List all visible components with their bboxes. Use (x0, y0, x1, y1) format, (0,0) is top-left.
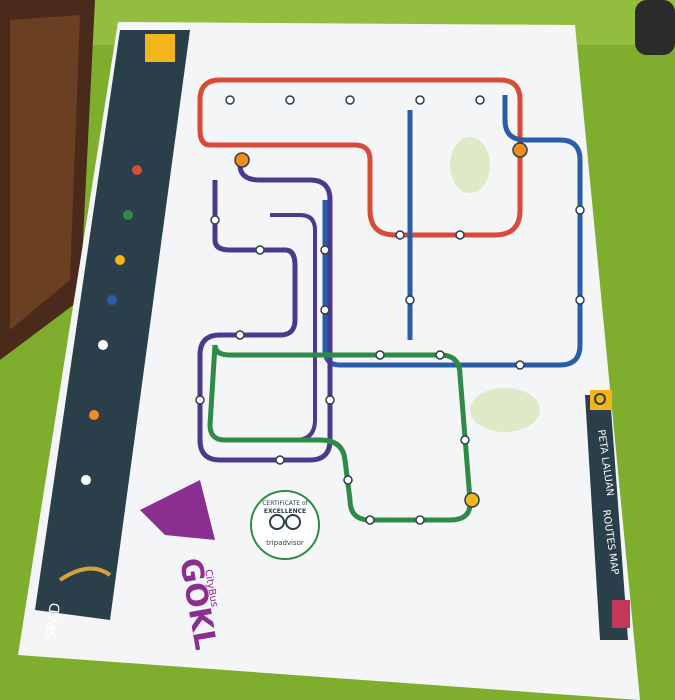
interchange-east (512, 142, 528, 158)
award-source: tripadvisor (266, 539, 304, 547)
red-line (197, 77, 523, 238)
search-icon (594, 393, 606, 405)
interchange-west (234, 152, 250, 168)
legend-dot-white (98, 340, 108, 350)
legend-sidebar (35, 30, 190, 620)
award-line2: EXCELLENCE (264, 508, 306, 515)
spad-logo-icon (58, 566, 112, 582)
legend-dot-white-2 (81, 475, 91, 485)
dark-object (635, 0, 675, 55)
award-line1: CERTIFICATE of (262, 500, 308, 507)
legend-dot-red (132, 165, 142, 175)
tripadvisor-owl-icon (269, 514, 285, 530)
park-area-2 (450, 137, 490, 193)
tripadvisor-owl-icon-right (285, 514, 301, 530)
tripadvisor-badge (250, 490, 320, 560)
legend-dot-orange (89, 410, 99, 420)
legend-dot-green (123, 210, 133, 220)
language-badge (612, 600, 630, 628)
carved-wood-detail (10, 15, 80, 330)
interchange-klcc (464, 492, 480, 508)
legend-dot-blue (107, 295, 117, 305)
gokl-logo-shape (140, 480, 215, 540)
park-area (470, 388, 540, 432)
search-icon-box (590, 390, 612, 410)
routes-tab (585, 395, 628, 640)
spad-text: SPAD (43, 602, 64, 641)
station-dots (195, 95, 585, 525)
legend-dot-yellow (115, 255, 125, 265)
info-icon (145, 34, 175, 62)
